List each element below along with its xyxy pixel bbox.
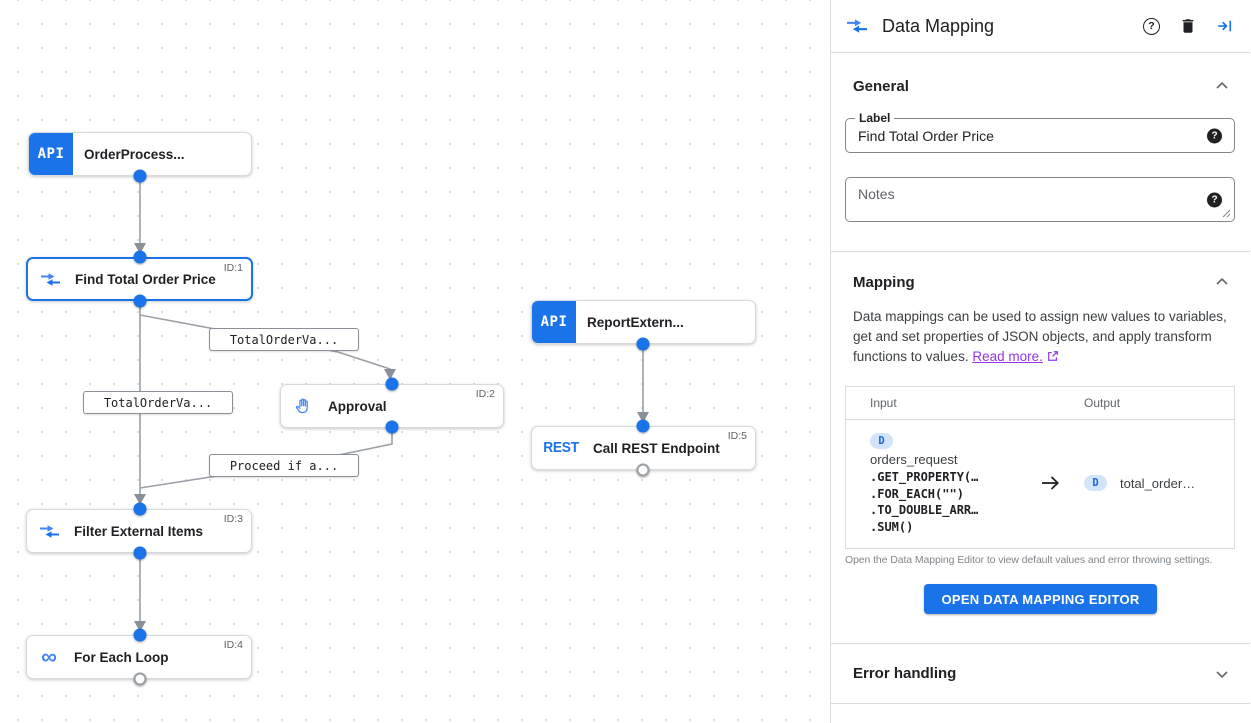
- help-icon[interactable]: [1207, 128, 1222, 143]
- node-label: Call REST Endpoint: [593, 440, 720, 456]
- mapping-preview-table: Input Output D orders_request .GET_PROPE…: [845, 386, 1235, 549]
- node-filter-external-items[interactable]: Filter External Items ID:3: [26, 509, 252, 553]
- mapping-heading: Mapping: [853, 273, 915, 291]
- panel-title: Data Mapping: [882, 15, 995, 36]
- node-label: OrderProcess...: [84, 146, 185, 162]
- divider: [831, 251, 1250, 252]
- node-order-process[interactable]: API OrderProcess...: [28, 132, 252, 176]
- notes-field[interactable]: [845, 177, 1235, 222]
- hand-icon: [281, 385, 325, 427]
- panel-header: Data Mapping: [831, 0, 1250, 52]
- connector-dot[interactable]: [133, 250, 147, 264]
- external-link-icon: [1048, 351, 1058, 361]
- arrow-right-icon: [1041, 476, 1059, 490]
- resize-handle-icon[interactable]: [1222, 209, 1231, 218]
- help-button[interactable]: [1143, 17, 1160, 35]
- rest-badge-icon: REST: [543, 440, 579, 456]
- node-label: For Each Loop: [74, 649, 169, 665]
- connector-dot-open[interactable]: [636, 463, 650, 477]
- transform-function: .TO_DOUBLE_ARR…: [870, 503, 979, 517]
- data-mapping-icon: [28, 259, 72, 299]
- node-call-rest-endpoint[interactable]: REST Call REST Endpoint ID:5: [531, 426, 756, 470]
- label-field[interactable]: Label: [845, 111, 1235, 153]
- data-mapping-icon: [847, 19, 867, 33]
- mapping-row: D orders_request .GET_PROPERTY(… .FOR_EA…: [846, 420, 1234, 548]
- label-field-label: Label: [855, 111, 895, 126]
- connector-dot[interactable]: [636, 337, 650, 351]
- section-mapping: Mapping Data mappings can be used to ass…: [831, 272, 1250, 614]
- node-label: Find Total Order Price: [75, 271, 216, 287]
- node-label: Filter External Items: [74, 523, 204, 539]
- node-id-badge: ID:2: [475, 388, 495, 400]
- connector-dot[interactable]: [385, 420, 399, 434]
- open-data-mapping-editor-button[interactable]: OPEN DATA MAPPING EDITOR: [924, 584, 1157, 614]
- node-label: Approval: [328, 398, 387, 414]
- flow-edges: [134, 176, 649, 632]
- node-id-badge: ID:1: [223, 262, 243, 274]
- label-input[interactable]: [846, 119, 1234, 152]
- chevron-up-icon[interactable]: [1212, 76, 1232, 96]
- trash-icon: [1182, 19, 1194, 33]
- delete-button[interactable]: [1179, 17, 1197, 35]
- mapping-description: Data mappings can be used to assign new …: [853, 307, 1230, 367]
- connector-dot[interactable]: [133, 502, 147, 516]
- input-variable: orders_request: [870, 452, 958, 467]
- connector-dot[interactable]: [133, 294, 147, 308]
- connector-dot[interactable]: [133, 169, 147, 183]
- node-id-badge: ID:3: [223, 513, 243, 525]
- divider: [831, 643, 1250, 644]
- error-handling-heading: Error handling: [853, 665, 957, 682]
- chevron-up-icon[interactable]: [1212, 272, 1232, 292]
- datatype-badge: D: [1084, 475, 1107, 491]
- transform-function: .SUM(): [870, 519, 914, 534]
- mapping-footnote: Open the Data Mapping Editor to view def…: [845, 554, 1213, 566]
- flow-canvas[interactable]: TotalOrderVa... TotalOrderVa... Proceed …: [0, 0, 830, 723]
- edge-label-totalorder-1[interactable]: TotalOrderVa...: [209, 328, 359, 351]
- edge-label-totalorder-2[interactable]: TotalOrderVa...: [83, 391, 233, 414]
- connector-dot[interactable]: [133, 628, 147, 642]
- collapse-right-icon: [1218, 20, 1232, 32]
- transform-function: .FOR_EACH(""): [870, 486, 964, 501]
- api-badge-icon: API: [29, 133, 73, 175]
- config-panel: Data Mapping: [830, 0, 1250, 723]
- output-column-header: Output: [1084, 396, 1121, 410]
- infinity-icon: ∞: [41, 644, 57, 669]
- node-id-badge: ID:5: [727, 430, 747, 442]
- transform-function: .GET_PROPERTY(…: [870, 470, 979, 484]
- section-general: General Label: [831, 76, 1250, 222]
- data-mapping-icon: [27, 510, 71, 552]
- api-badge-icon: API: [532, 301, 576, 343]
- input-column-header: Input: [870, 396, 897, 410]
- mapping-description-text: Data mappings can be used to assign new …: [853, 309, 1227, 364]
- divider: [831, 52, 1250, 53]
- output-variable: total_order…: [1120, 475, 1196, 491]
- edge-label-proceed-if[interactable]: Proceed if a...: [209, 454, 359, 477]
- connector-dot[interactable]: [385, 377, 399, 391]
- collapse-panel-button[interactable]: [1216, 17, 1234, 35]
- connector-dot-open[interactable]: [133, 672, 147, 686]
- help-icon: [1143, 17, 1160, 35]
- datatype-badge: D: [870, 433, 893, 449]
- divider: [831, 703, 1250, 704]
- chevron-down-icon[interactable]: [1212, 664, 1232, 684]
- connector-dot[interactable]: [133, 546, 147, 560]
- help-icon[interactable]: [1207, 192, 1222, 207]
- connector-dot[interactable]: [636, 419, 650, 433]
- section-error-handling: Error handling: [831, 644, 1250, 703]
- general-heading: General: [853, 77, 909, 95]
- notes-input[interactable]: [846, 178, 1234, 221]
- node-id-badge: ID:4: [223, 639, 243, 651]
- read-more-link[interactable]: Read more.: [972, 349, 1043, 364]
- node-label: ReportExtern...: [587, 314, 684, 330]
